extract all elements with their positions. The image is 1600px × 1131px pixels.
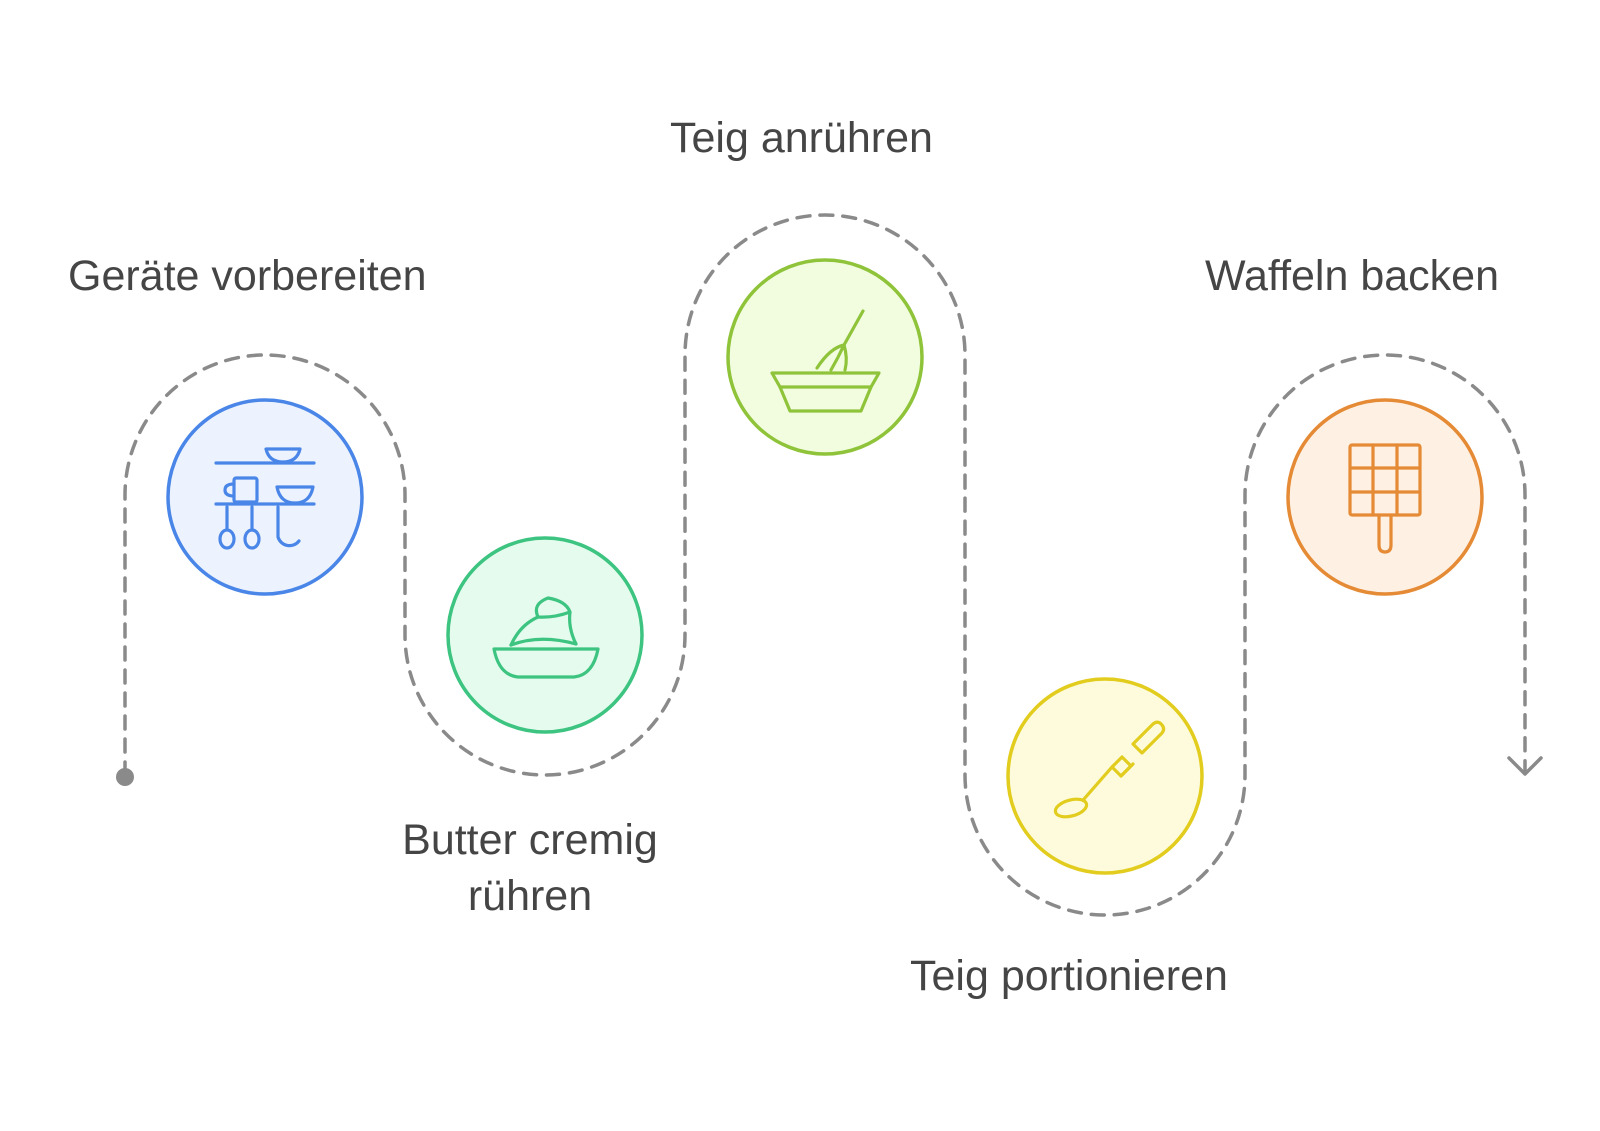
butter-bowl-icon <box>492 596 600 679</box>
step-circle <box>1286 398 1484 596</box>
step-butter-node <box>446 536 644 734</box>
kitchen-shelf-icon <box>214 447 316 550</box>
step-portion-node <box>1006 677 1204 875</box>
step-label-backen: Waffeln backen <box>1205 252 1500 300</box>
path-end-arrow-icon <box>1507 756 1543 776</box>
step-circle <box>446 536 644 734</box>
whisk-bowl-icon <box>770 309 881 413</box>
step-geraete-node <box>166 398 364 596</box>
process-path <box>123 213 1527 917</box>
step-label-portion: Teig portionieren <box>910 952 1228 1000</box>
step-circle <box>166 398 364 596</box>
step-label-teig: Teig anrühren <box>670 114 933 162</box>
step-label-geraete: Geräte vorbereiten <box>68 252 427 300</box>
waffle-iron-icon <box>1348 443 1422 554</box>
step-backen-node <box>1286 398 1484 596</box>
step-label-butter: Butter cremig rühren <box>402 816 658 920</box>
step-teig-node <box>726 258 924 456</box>
path-start-dot <box>116 768 134 786</box>
ladle-icon <box>1053 720 1166 819</box>
